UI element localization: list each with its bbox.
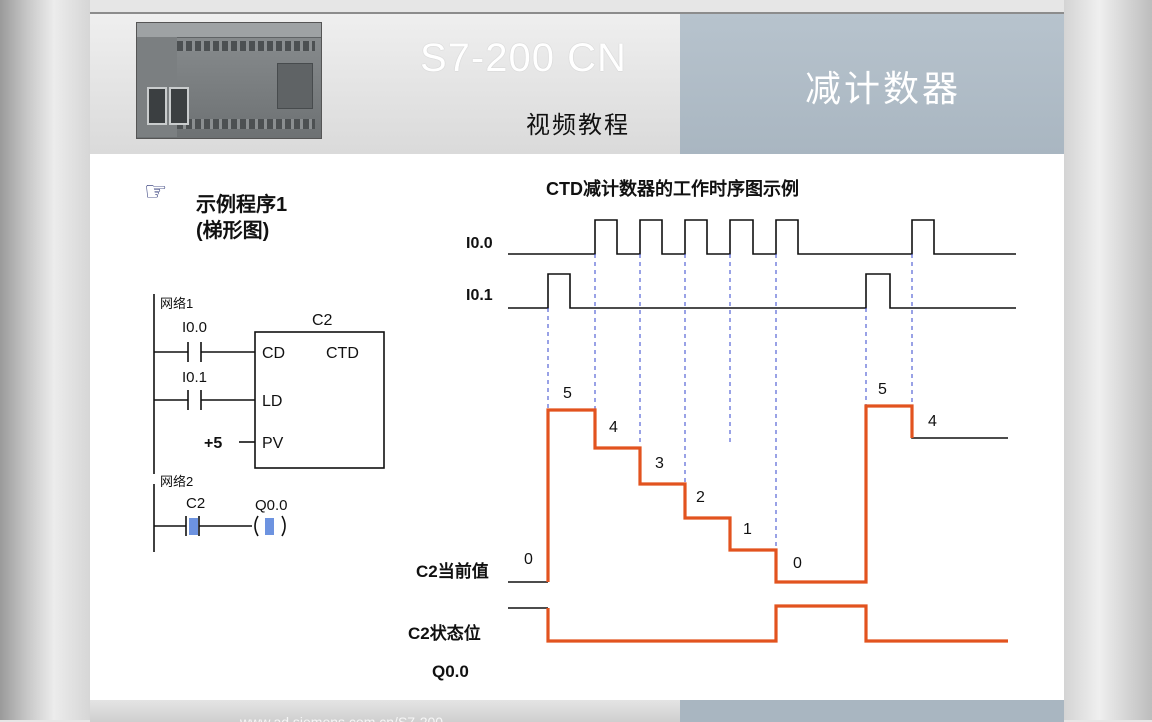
step-label-5a: 5 [563, 385, 572, 402]
counter-box [254, 331, 385, 469]
product-title: S7-200 CN [420, 36, 627, 80]
step-label-4b: 4 [928, 413, 937, 430]
status-bit-trace [546, 604, 1008, 643]
pin-ld-label: LD [262, 393, 282, 410]
step-labels: 0 5 4 3 2 1 0 5 4 [524, 381, 937, 572]
background-left [0, 0, 90, 720]
contact-c2-highlight [189, 518, 198, 535]
network2-label: 网络2 [160, 474, 193, 489]
network1-label: 网络1 [160, 296, 193, 311]
step-label-5b: 5 [878, 381, 887, 398]
label-status-bit: C2状态位 [408, 623, 481, 643]
label-current-value: C2当前值 [416, 561, 489, 581]
example-title-line2: (梯形图) [196, 220, 270, 242]
counter-type-label: CTD [326, 345, 359, 362]
label-i01: I0.1 [466, 287, 493, 304]
i00-waveform [508, 219, 1016, 255]
step-label-4a: 4 [609, 419, 618, 436]
footer-left-panel [90, 700, 680, 722]
plc-device-image [136, 22, 322, 139]
coil-q00-label: Q0.0 [255, 497, 288, 514]
timing-labels: CTD减计数器的工作时序图示例 I0.0 I0.1 C2当前值 C2状态位 Q0… [408, 178, 799, 681]
coil-left-arc [254, 515, 259, 537]
pin-pv-label: PV [262, 435, 284, 452]
label-i00: I0.0 [466, 235, 493, 252]
background-right [1064, 0, 1152, 720]
subtitle: 视频教程 [526, 112, 630, 139]
i01-waveform [508, 273, 1016, 309]
contact-c2-label: C2 [186, 495, 205, 512]
step-label-3: 3 [655, 455, 664, 472]
slide: S7-200 CN 视频教程 减计数器 ☞ 示例程序1 (梯形图) [90, 12, 1064, 722]
ladder-diagram [153, 294, 385, 552]
pv-value-label: +5 [204, 435, 222, 452]
footer-right-panel [680, 700, 1064, 722]
example-title: 示例程序1 (梯形图) [196, 192, 287, 244]
step-label-0b: 0 [793, 555, 802, 572]
coil-q00-highlight [265, 518, 274, 535]
guide-lines [547, 254, 913, 576]
ladder-labels: 网络1 I0.0 C2 CD CTD I0.1 LD +5 PV 网络2 C2 … [160, 296, 359, 514]
contact-i01-label: I0.1 [182, 369, 207, 386]
pointing-hand-icon: ☞ [144, 176, 168, 206]
counter-name-label: C2 [312, 312, 333, 329]
footer-url: www.ad.siemens.com.cn/S7-200 [240, 714, 444, 722]
label-q00: Q0.0 [432, 662, 469, 681]
step-label-2: 2 [696, 489, 705, 506]
current-value-tail [911, 436, 1008, 439]
coil-right-arc [281, 515, 286, 537]
example-title-line1: 示例程序1 [196, 194, 288, 216]
timing-title: CTD减计数器的工作时序图示例 [546, 178, 799, 199]
step-label-0a: 0 [524, 551, 533, 568]
section-title: 减计数器 [805, 68, 962, 109]
step-label-1: 1 [743, 521, 752, 538]
current-value-trace [546, 404, 914, 584]
header-right-panel [680, 14, 1064, 154]
diagram-canvas: 网络1 I0.0 C2 CD CTD I0.1 LD +5 PV 网络2 C2 … [153, 178, 1016, 681]
pin-cd-label: CD [262, 345, 285, 362]
contact-i00-label: I0.0 [182, 319, 207, 336]
